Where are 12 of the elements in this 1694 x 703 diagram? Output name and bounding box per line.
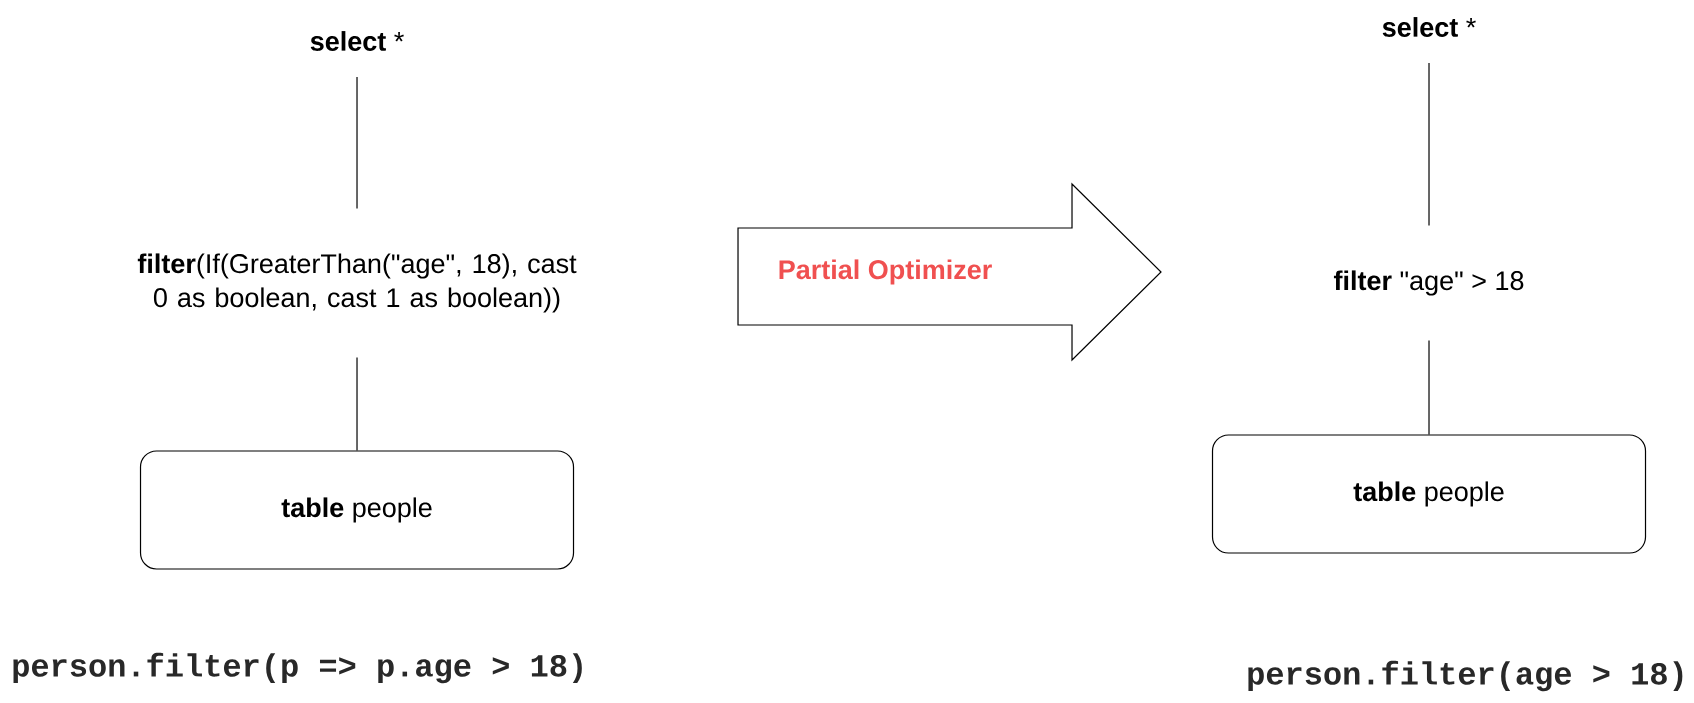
code-text: person.filter(p => p.age > 18)	[13, 652, 582, 684]
table-box: table people	[1211, 434, 1647, 554]
code-text: person.filter(age > 18)	[1248, 660, 1683, 692]
connector-line	[1428, 339, 1430, 435]
node-text: select*	[310, 31, 404, 51]
table-box: table people	[139, 450, 575, 570]
node-text: select*	[1382, 17, 1476, 37]
connector-line	[356, 356, 358, 451]
node-text: filter "age" > 18	[1333, 270, 1524, 296]
connector-line	[356, 76, 358, 209]
node-text: filter(If(GreaterThan("age", 18), cast 0 as boolean, cast 1 as boolean))	[137, 253, 577, 313]
connector-line	[1428, 62, 1430, 226]
